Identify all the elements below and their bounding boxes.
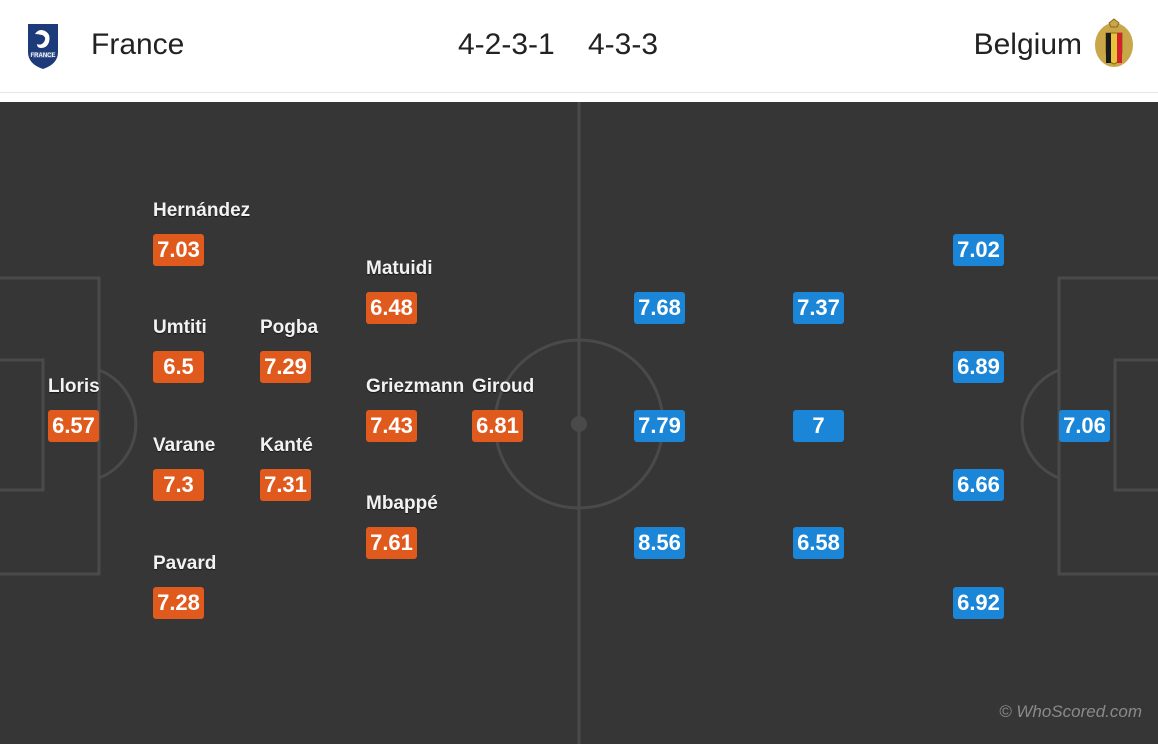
player-name: Lloris [48, 376, 100, 397]
away-team-name[interactable]: Belgium [973, 28, 1082, 61]
player-rating-badge: 7.61 [366, 527, 417, 559]
player-rating-badge: 7.68 [634, 292, 685, 324]
player-rating-badge: 6.57 [48, 410, 99, 442]
player-rating-badge: 7.3 [153, 469, 204, 501]
player-rating-badge: 7.29 [260, 351, 311, 383]
player-name: Pogba [260, 317, 319, 338]
player-name: Varane [153, 435, 216, 456]
player-rating-badge: 8.56 [634, 527, 685, 559]
player-name: Giroud [472, 376, 535, 397]
player-rating-badge: 6.92 [953, 587, 1004, 619]
home-formation: 4-2-3-1 [458, 28, 555, 61]
player-rating-badge: 6.81 [472, 410, 523, 442]
player-rating-badge: 7.03 [153, 234, 204, 266]
player-rating-badge: 6.89 [953, 351, 1004, 383]
player-name: Pavard [153, 553, 217, 574]
match-header: FRANCE France 4-2-3-1 4-3-3 Belgium [0, 0, 1158, 93]
whoscored-watermark: © WhoScored.com [999, 702, 1142, 721]
away-formation: 4-3-3 [588, 28, 659, 61]
player-name: Mbappé [366, 493, 438, 514]
player-rating-badge: 6.5 [153, 351, 204, 383]
player-rating-badge: 7.43 [366, 410, 417, 442]
player-rating-badge: 7.06 [1059, 410, 1110, 442]
player-name: Hernández [153, 200, 251, 221]
pitch-markings [0, 102, 1158, 744]
player-rating-badge: 7.31 [260, 469, 311, 501]
player-name: Kanté [260, 435, 313, 456]
svg-text:FRANCE: FRANCE [31, 53, 56, 59]
player-rating-badge: 6.48 [366, 292, 417, 324]
player-rating-badge: 6.66 [953, 469, 1004, 501]
player-name: Griezmann [366, 376, 465, 397]
player-name: Umtiti [153, 317, 207, 338]
player-rating-badge: 6.58 [793, 527, 844, 559]
player-rating-badge: 7.79 [634, 410, 685, 442]
player-rating-badge: 7.28 [153, 587, 204, 619]
player-rating-badge: 7.37 [793, 292, 844, 324]
belgium-crest-icon [1092, 17, 1136, 71]
player-rating-badge: 7 [793, 410, 844, 442]
home-team-name[interactable]: France [91, 28, 185, 61]
france-crest-icon: FRANCE [25, 22, 61, 70]
player-name: Matuidi [366, 258, 433, 279]
player-rating-badge: 7.02 [953, 234, 1004, 266]
